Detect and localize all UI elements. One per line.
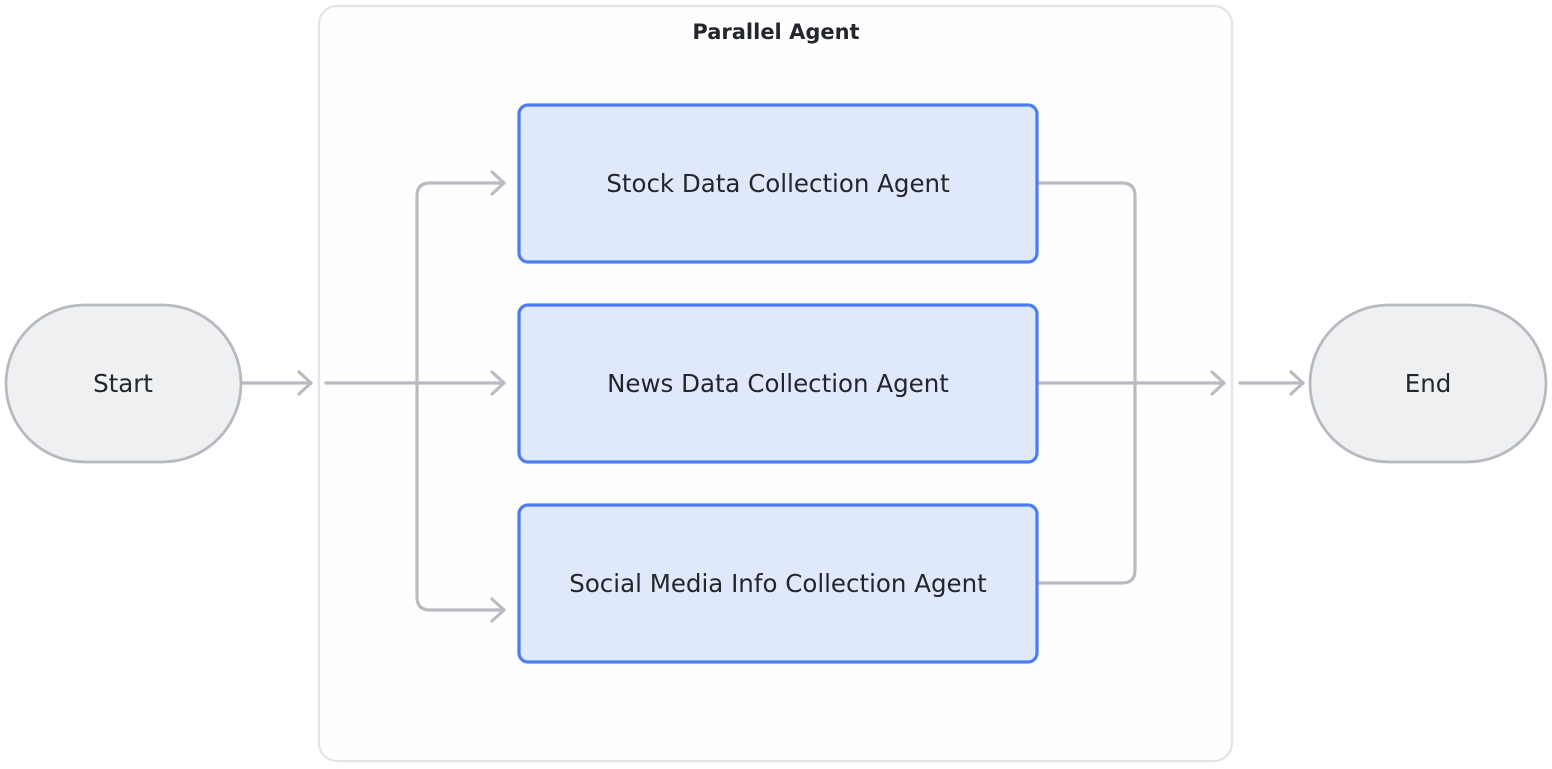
start-label: Start bbox=[93, 369, 153, 398]
edge-social-agent-to-merge bbox=[1036, 381, 1137, 585]
edge-split-to-social-agent bbox=[415, 381, 506, 623]
news-agent-shape bbox=[517, 303, 1039, 464]
start-shape bbox=[4, 303, 243, 464]
news-agent-label: News Data Collection Agent bbox=[607, 369, 949, 398]
end-shape bbox=[1308, 303, 1548, 464]
parallel-agent-group-title: Parallel Agent bbox=[692, 20, 859, 44]
edge-split-to-stock-agent bbox=[415, 170, 506, 385]
edge-stock-agent-to-merge bbox=[1036, 181, 1137, 385]
stock-agent-label: Stock Data Collection Agent bbox=[606, 169, 950, 198]
edge-split-to-news-agent bbox=[415, 370, 506, 396]
edge-start-to-parallel bbox=[241, 370, 313, 396]
edge-merge-to-boundary bbox=[1133, 370, 1226, 396]
stock-agent-shape bbox=[517, 103, 1039, 264]
node-stock-data-collection-agent[interactable]: Stock Data Collection Agent bbox=[517, 103, 1039, 264]
node-news-data-collection-agent[interactable]: News Data Collection Agent bbox=[517, 303, 1039, 464]
social-agent-label: Social Media Info Collection Agent bbox=[569, 569, 987, 598]
social-agent-shape bbox=[517, 503, 1039, 664]
edge-parallel-to-end bbox=[1238, 370, 1305, 396]
end-label: End bbox=[1405, 369, 1452, 398]
node-social-media-info-collection-agent[interactable]: Social Media Info Collection Agent bbox=[517, 503, 1039, 664]
node-end[interactable]: End bbox=[1308, 303, 1548, 464]
node-start[interactable]: Start bbox=[4, 303, 243, 464]
